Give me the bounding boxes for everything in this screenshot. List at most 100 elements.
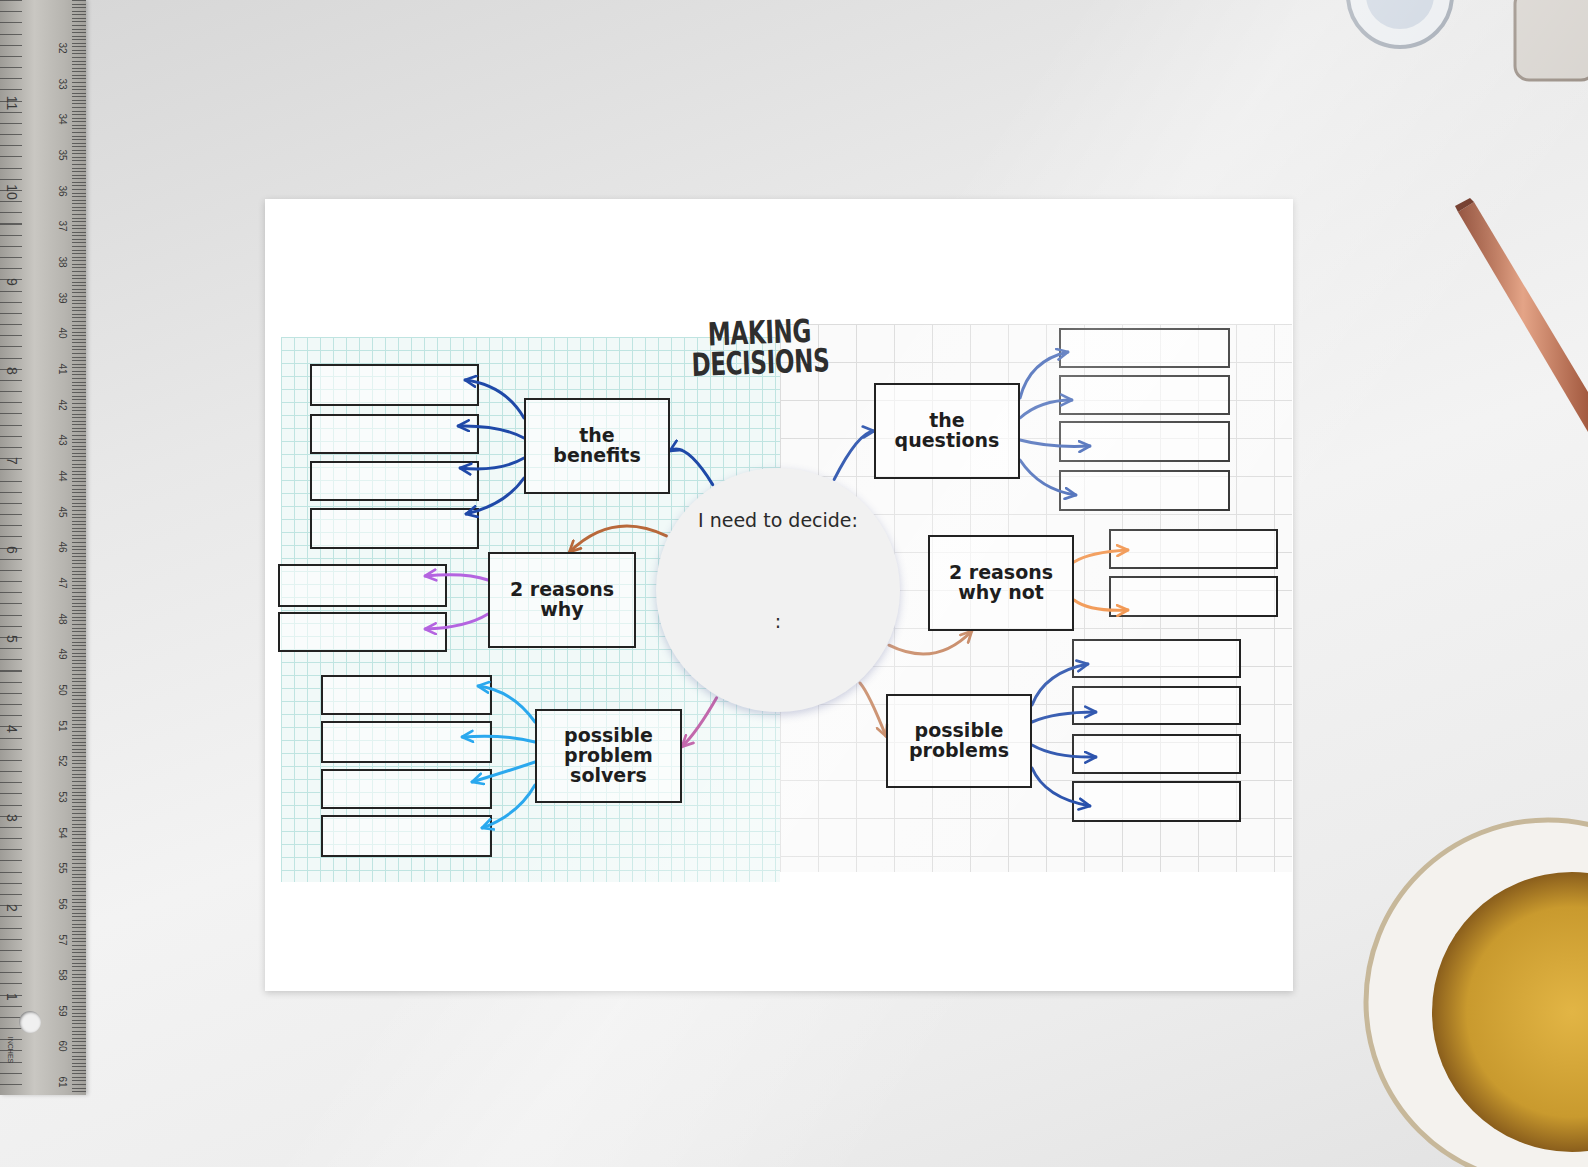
ruler-number: 60 — [57, 1041, 67, 1052]
category-box: possible problems — [886, 694, 1032, 788]
answer-box — [311, 462, 478, 500]
ruler-number: 53 — [57, 791, 67, 802]
branch-arrow — [1032, 664, 1096, 806]
ruler-number: 61 — [57, 1077, 67, 1088]
answer-box — [1060, 376, 1229, 414]
ruler-number: 43 — [57, 435, 67, 446]
branch-arrow — [458, 426, 524, 438]
box-text: the benefits — [538, 426, 656, 466]
pen-cap — [1455, 198, 1474, 212]
branch-arrow — [462, 686, 535, 828]
answer-box — [1073, 687, 1240, 724]
branch-arrow — [478, 686, 535, 722]
branch-arrow — [1020, 352, 1090, 495]
jar-lid — [1348, 0, 1452, 47]
ruler-number: 7 — [5, 457, 19, 465]
branch-arrow — [1032, 664, 1088, 705]
branch-arrow — [466, 478, 524, 514]
branch-arrow — [482, 785, 535, 828]
coffee-cup — [1366, 820, 1588, 1167]
ruler-ticks — [72, 0, 86, 1095]
pen — [1455, 198, 1588, 432]
ruler-number: 34 — [57, 114, 67, 125]
circle-text: : — [775, 611, 781, 632]
ruler-number: 49 — [57, 649, 67, 660]
ruler-number: 42 — [57, 399, 67, 410]
ruler: 1110987654321323334353637383940414243444… — [0, 0, 86, 1095]
answer-box — [1060, 471, 1229, 510]
answer-box — [1060, 329, 1229, 367]
connector-arrow — [889, 631, 972, 654]
ruler-number: 2 — [5, 904, 19, 912]
branch-arrow — [465, 380, 524, 418]
connector-arrow — [670, 449, 713, 484]
answer-box — [322, 770, 491, 808]
ruler-hole — [19, 1011, 41, 1033]
ruler-number: 5 — [5, 635, 19, 643]
answer-box — [322, 816, 491, 856]
ruler-number: 39 — [57, 292, 67, 303]
ruler-number: 58 — [57, 970, 67, 981]
ruler-number: 50 — [57, 684, 67, 695]
answer-box — [1073, 735, 1240, 773]
pen-body — [1458, 202, 1588, 432]
branch-arrow — [1032, 712, 1096, 722]
answer-box — [279, 613, 446, 651]
box-text: 2 reasons why not — [942, 563, 1060, 603]
branch-arrow — [1074, 550, 1128, 610]
ruler-number: 32 — [57, 42, 67, 53]
branch-arrow — [458, 380, 524, 514]
ruler-number: 33 — [57, 78, 67, 89]
branch-arrow — [1074, 600, 1128, 610]
ruler-number: 54 — [57, 827, 67, 838]
ruler-number: 59 — [57, 1005, 67, 1016]
branch-arrow — [472, 762, 535, 782]
answer-box — [322, 676, 491, 714]
ruler-number: 41 — [57, 363, 67, 374]
category-box: 2 reasons why not — [928, 535, 1074, 631]
branch-arrow — [462, 736, 535, 742]
branch-arrow — [1074, 550, 1128, 562]
connector-arrow — [682, 698, 717, 747]
ruler-number: 55 — [57, 863, 67, 874]
answer-box — [1110, 577, 1277, 616]
answer-box — [1073, 640, 1240, 677]
connector-arrow — [834, 431, 874, 479]
connector-arrow — [860, 683, 886, 736]
branch-arrow — [425, 575, 488, 629]
answer-box — [311, 365, 478, 405]
branch-arrow — [1032, 745, 1096, 757]
box-text: 2 reasons why — [503, 580, 621, 620]
answer-box — [322, 722, 491, 762]
category-box: the questions — [874, 383, 1020, 479]
branch-arrow — [1020, 352, 1068, 398]
ruler-number: 44 — [57, 470, 67, 481]
answer-box — [311, 509, 478, 548]
ruler-number: 35 — [57, 149, 67, 160]
ruler-number: 51 — [57, 720, 67, 731]
ruler-number: 4 — [5, 725, 19, 733]
ruler-number: 56 — [57, 898, 67, 909]
branch-arrow — [425, 575, 488, 580]
category-box: the benefits — [524, 398, 670, 494]
ruler-number: 9 — [5, 278, 19, 286]
jar — [1348, 0, 1588, 80]
branch-arrow — [460, 458, 524, 469]
ruler-number: 52 — [57, 756, 67, 767]
circle-text: I need to decide: — [698, 510, 858, 531]
ruler-number: 3 — [5, 814, 19, 822]
ruler-number: 8 — [5, 367, 19, 375]
answer-boxes — [279, 329, 1277, 856]
ruler-number: 47 — [57, 577, 67, 588]
category-box: possible problem solvers — [535, 709, 682, 803]
branch-arrow — [1020, 460, 1076, 495]
decision-circle: I need to decide:: — [656, 468, 900, 712]
ruler-number: 6 — [5, 546, 19, 554]
category-box: 2 reasons why — [488, 552, 636, 648]
box-text: the questions — [888, 411, 1006, 451]
branch-arrow — [1020, 440, 1090, 446]
ruler-number: 46 — [57, 542, 67, 553]
coffee — [1432, 872, 1588, 1152]
branch-arrows — [425, 352, 1128, 828]
